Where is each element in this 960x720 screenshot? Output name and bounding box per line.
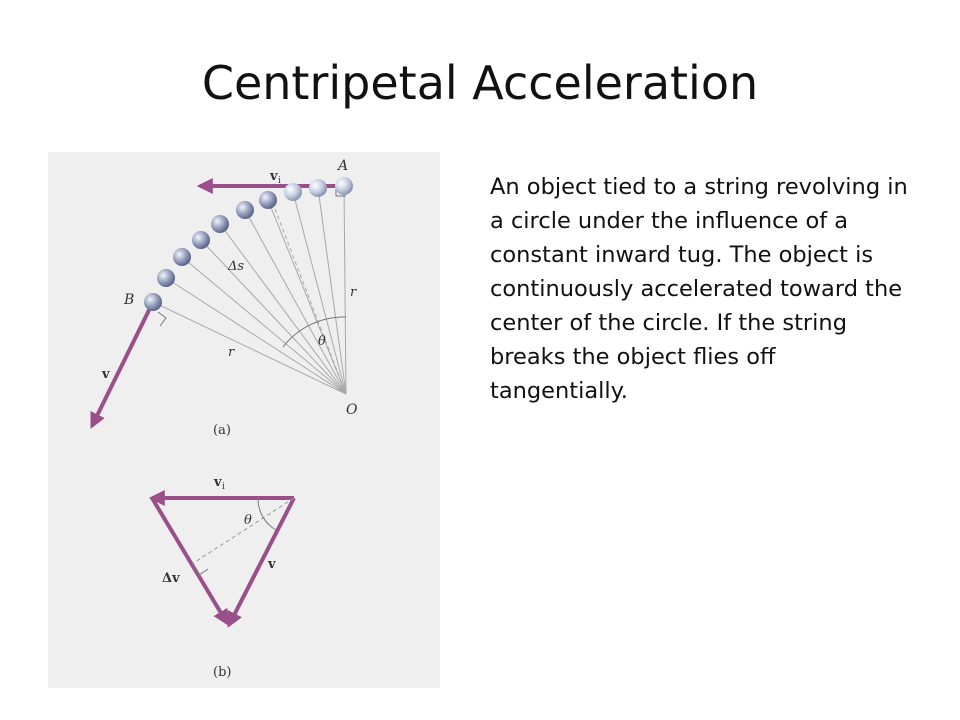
slide-body-text: An object tied to a string revolving in … <box>490 174 908 404</box>
bisector-b <box>191 497 295 565</box>
ball-4 <box>259 191 277 209</box>
right-angle-b <box>157 311 167 327</box>
ball-7 <box>192 231 210 249</box>
label-delta-v: Δv <box>162 571 180 586</box>
label-v-b: v <box>267 557 276 572</box>
delta-v-vector-b <box>150 496 229 626</box>
caption-a: (a) <box>213 423 231 438</box>
centripetal-figure: A B O r r θ Δs v i v (a) v <box>48 152 440 688</box>
theta-arc-a <box>282 316 347 348</box>
label-o: O <box>346 402 358 418</box>
label-v-a: v <box>101 367 110 382</box>
ball-series <box>144 177 353 311</box>
ball-9 <box>157 269 175 287</box>
v-vector-a <box>90 301 155 429</box>
ball-1 <box>335 177 353 195</box>
ball-10 <box>144 293 162 311</box>
ball-5 <box>236 201 254 219</box>
figure-svg: A B O r r θ Δs v i v (a) v <box>90 158 358 680</box>
caption-b: (b) <box>213 665 231 680</box>
v-vector-b <box>227 497 296 628</box>
ball-8 <box>173 248 191 266</box>
label-vi-b-sub: i <box>222 482 225 492</box>
label-delta-s: Δs <box>227 259 244 274</box>
label-a: A <box>336 158 348 174</box>
label-theta-a: θ <box>318 334 326 349</box>
theta-arc-b <box>257 497 277 531</box>
slide-title: Centripetal Acceleration <box>201 56 759 110</box>
ball-3 <box>284 183 302 201</box>
label-vi-a-sub: i <box>278 176 281 186</box>
label-theta-b: θ <box>244 513 252 528</box>
right-angle-c <box>191 563 209 576</box>
label-r-right: r <box>350 285 357 300</box>
ball-6 <box>211 215 229 233</box>
label-r-left: r <box>228 345 235 360</box>
ball-2 <box>309 179 327 197</box>
label-vi-a: v <box>269 169 278 184</box>
label-vi-b: v <box>213 475 222 490</box>
radial-lines <box>152 185 347 395</box>
label-b: B <box>123 292 134 308</box>
